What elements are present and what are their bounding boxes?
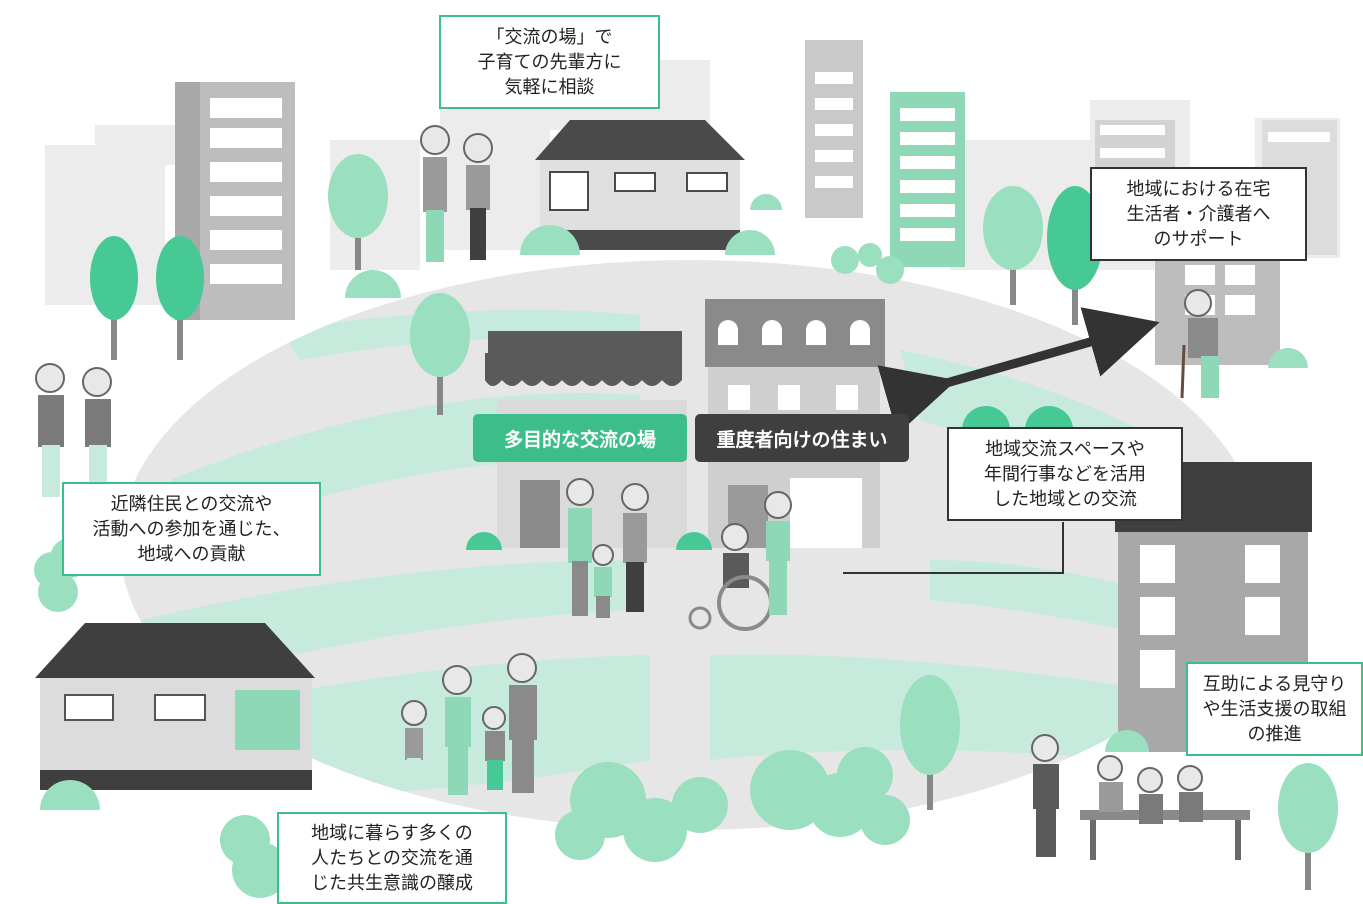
callout-home-support: 地域における在宅 生活者・介護者へ のサポート bbox=[1090, 167, 1307, 261]
small-bushes-green bbox=[466, 532, 712, 550]
callout-mutual-aid-text: 互助による見守り や生活支援の取組 の推進 bbox=[1202, 673, 1347, 745]
top-house bbox=[535, 120, 745, 250]
sign-care-housing: 重度者向けの住まい bbox=[695, 414, 909, 462]
connector-arrow bbox=[843, 307, 1160, 574]
callout-community-space-text: 地域交流スペースや 年間行事などを活用 した地域との交流 bbox=[984, 438, 1146, 510]
callout-coexistence: 地域に暮らす多くの 人たちとの交流を通 じた共生意識の醸成 bbox=[277, 812, 507, 904]
elderly-pair-left bbox=[35, 363, 112, 497]
central-family bbox=[566, 478, 649, 618]
callout-neighbors-text: 近隣住民との交流や 活動への参加を通じた、 地域への貢献 bbox=[92, 493, 291, 565]
callout-home-support-text: 地域における在宅 生活者・介護者へ のサポート bbox=[1126, 178, 1271, 250]
wheelchair-scene bbox=[688, 491, 792, 631]
family-bottom bbox=[401, 653, 537, 795]
elderly-man-with-cane bbox=[1180, 289, 1219, 399]
multipurpose-space-building bbox=[485, 331, 687, 548]
callout-coexistence-text: 地域に暮らす多くの 人たちとの交流を通 じた共生意識の醸成 bbox=[311, 822, 473, 894]
sign-multipurpose-space: 多目的な交流の場 bbox=[473, 414, 687, 462]
lower-left-house bbox=[35, 623, 315, 790]
callout-mutual-aid: 互助による見守り や生活支援の取組 の推進 bbox=[1186, 662, 1363, 756]
bushes bbox=[34, 194, 1308, 898]
callout-community-space: 地域交流スペースや 年間行事などを活用 した地域との交流 bbox=[947, 427, 1183, 521]
callout-childcare: 「交流の場」で 子育ての先輩方に 気軽に相談 bbox=[439, 15, 660, 109]
people bbox=[35, 125, 1250, 860]
young-couple bbox=[420, 125, 493, 262]
callout-neighbors: 近隣住民との交流や 活動への参加を通じた、 地域への貢献 bbox=[62, 482, 321, 576]
elderly-on-bench bbox=[1031, 734, 1250, 860]
callout-childcare-text: 「交流の場」で 子育ての先輩方に 気軽に相談 bbox=[477, 26, 622, 98]
